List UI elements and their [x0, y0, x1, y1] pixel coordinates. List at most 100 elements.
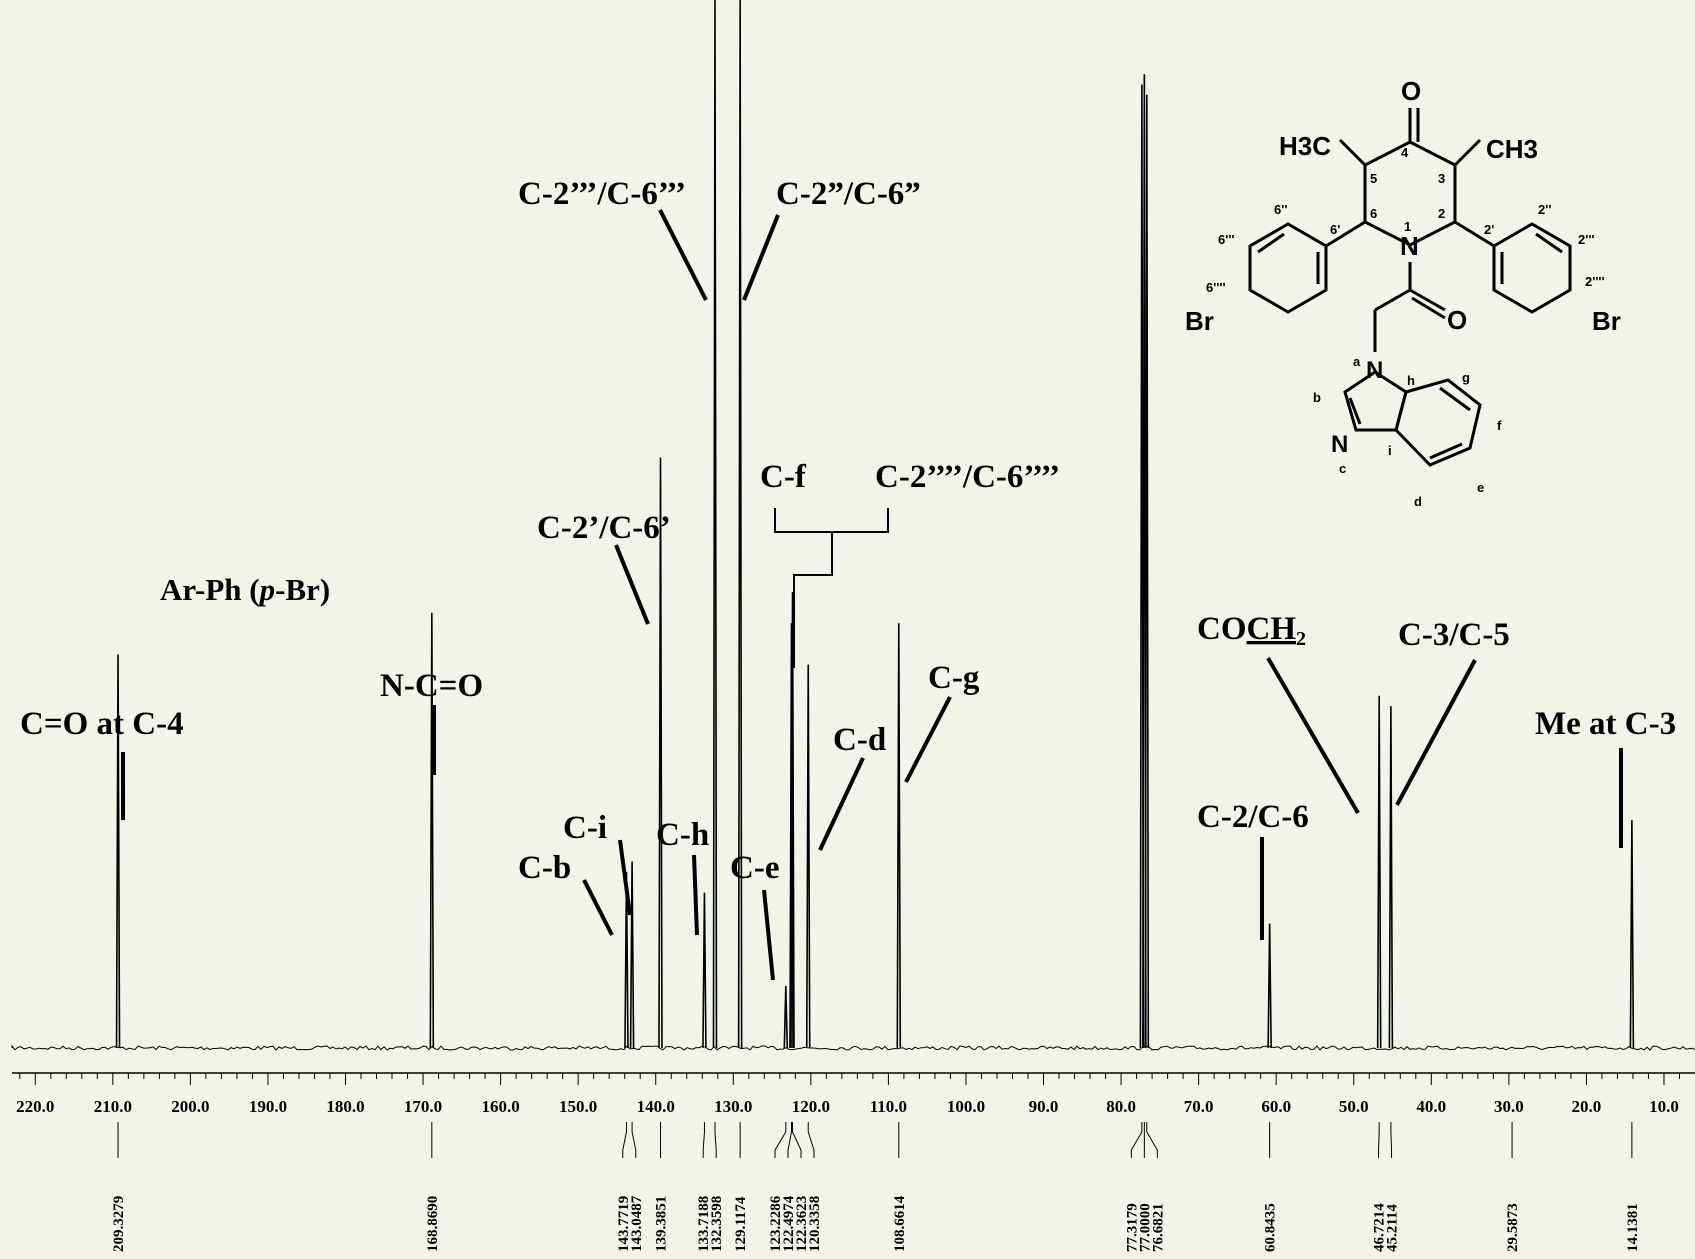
locant-g: g	[1462, 370, 1470, 385]
peak	[429, 612, 435, 1049]
peak-annotations: C=O at C-4 N-C=O Ar-Ph (p-Br) C-2’/C-6’ …	[20, 176, 1676, 981]
arrow-cg	[904, 696, 952, 783]
locant-4: 4	[1401, 145, 1409, 160]
peak-leader-line	[1130, 1122, 1143, 1158]
molecule-structure	[1248, 108, 1572, 467]
peak	[896, 623, 902, 1049]
locant-3: 3	[1438, 171, 1445, 186]
peak-leader-line	[1390, 1122, 1393, 1158]
locant-h: h	[1407, 373, 1415, 388]
peak-leader-line	[792, 1122, 802, 1158]
atom-n1: N	[1400, 231, 1419, 261]
peak	[1144, 94, 1150, 1049]
peak-position-label: 76.6821	[1150, 1203, 1166, 1252]
tick-label: 180.0	[326, 1097, 364, 1116]
peak-leader-line	[787, 1122, 792, 1158]
label-ar-ph: Ar-Ph (p-Br)	[160, 572, 330, 607]
peak	[737, 0, 743, 1049]
peak-position-label: 122.3623	[794, 1196, 810, 1252]
arrow-ch	[692, 854, 699, 936]
label-c2pppp-c6pppp: C-2’’’’/C-6’’’’	[875, 459, 1060, 495]
peak	[712, 0, 718, 1049]
arrow-c3-c5	[1395, 659, 1477, 806]
arrow-c2ppp-c6ppp	[658, 209, 708, 301]
arrow-ci	[618, 839, 632, 916]
locant-d: d	[1414, 494, 1422, 509]
peak-position-label: 209.3279	[111, 1196, 127, 1252]
tick-label: 140.0	[637, 1097, 675, 1116]
tick-label: 110.0	[870, 1097, 907, 1116]
label-amide-carbonyl: N-C=O	[380, 668, 483, 704]
locant-c: c	[1339, 461, 1346, 476]
label-ce: C-e	[730, 850, 779, 886]
locant-2pppp: 2''''	[1585, 274, 1605, 289]
locant-i: i	[1388, 443, 1392, 458]
label-c2p-c6p: C-2’/C-6’	[537, 510, 671, 546]
peak-position-label: 133.7188	[696, 1196, 712, 1252]
spectrum-baseline	[11, 1044, 1695, 1051]
tick-label: 70.0	[1184, 1097, 1214, 1116]
arrow-cd	[818, 757, 865, 851]
tick-label: 190.0	[249, 1097, 287, 1116]
tick-label: 200.0	[171, 1097, 209, 1116]
atom-n-a: N	[1366, 357, 1383, 384]
label-cd: C-d	[833, 722, 886, 758]
locant-6pp: 6''	[1274, 202, 1287, 217]
locant-2p: 2'	[1484, 222, 1494, 237]
atom-ch3: CH3	[1486, 134, 1538, 164]
peak-leader-line	[622, 1122, 627, 1158]
tick-label: 160.0	[481, 1097, 519, 1116]
peak-leader-line	[714, 1122, 717, 1158]
peak-position-label: 129.1174	[733, 1196, 749, 1252]
atom-h3c: H3C	[1279, 131, 1331, 161]
label-me-c3: Me at C-3	[1535, 706, 1676, 742]
tick-label: 220.0	[16, 1097, 54, 1116]
locant-6pppp: 6''''	[1206, 280, 1226, 295]
peak-position-label: 46.7214	[1372, 1203, 1388, 1252]
locant-6: 6	[1370, 206, 1377, 221]
tick-label: 120.0	[792, 1097, 830, 1116]
peak	[790, 592, 795, 1049]
tick-label: 30.0	[1494, 1097, 1524, 1116]
peak-position-label: 143.0487	[629, 1195, 645, 1252]
label-cf: C-f	[760, 459, 807, 495]
arrow-c2pp-c6pp	[742, 214, 780, 301]
peak	[115, 654, 121, 1049]
peak-position-label: 120.3358	[807, 1196, 823, 1252]
peak-position-label: 29.5873	[1505, 1203, 1521, 1252]
tick-label: 40.0	[1416, 1097, 1446, 1116]
locant-5: 5	[1370, 171, 1377, 186]
atom-n-c: N	[1331, 431, 1348, 458]
tick-label: 150.0	[559, 1097, 597, 1116]
locant-f: f	[1497, 418, 1502, 433]
peak	[1629, 820, 1635, 1049]
label-c2-c6: C-2/C-6	[1197, 799, 1309, 835]
peak	[1267, 923, 1272, 1049]
peak	[624, 871, 629, 1049]
bracket-cf	[774, 508, 889, 533]
tick-label: 50.0	[1339, 1097, 1369, 1116]
atom-br-left: Br	[1185, 306, 1214, 336]
peak-position-label: 108.6614	[892, 1195, 908, 1252]
peak	[658, 457, 663, 1049]
label-cb: C-b	[518, 850, 571, 886]
peak-leader-line	[702, 1122, 705, 1158]
locant-a: a	[1353, 354, 1361, 369]
arrow-cb	[582, 879, 614, 936]
peak	[1376, 695, 1382, 1049]
peak	[783, 985, 789, 1049]
label-ch: C-h	[656, 817, 709, 853]
locant-6ppp: 6'''	[1218, 232, 1235, 247]
atom-o-ketone: O	[1401, 76, 1421, 106]
tick-label: 210.0	[94, 1097, 132, 1116]
label-ci: C-i	[563, 810, 607, 846]
peak-position-label: 14.1381	[1625, 1203, 1641, 1252]
label-c3-c5: C-3/C-5	[1398, 617, 1510, 653]
locant-e: e	[1477, 480, 1484, 495]
atom-o-amide: O	[1447, 305, 1467, 335]
peak-leader-line	[807, 1122, 815, 1158]
peak-position-label: 77.0000	[1137, 1203, 1153, 1252]
